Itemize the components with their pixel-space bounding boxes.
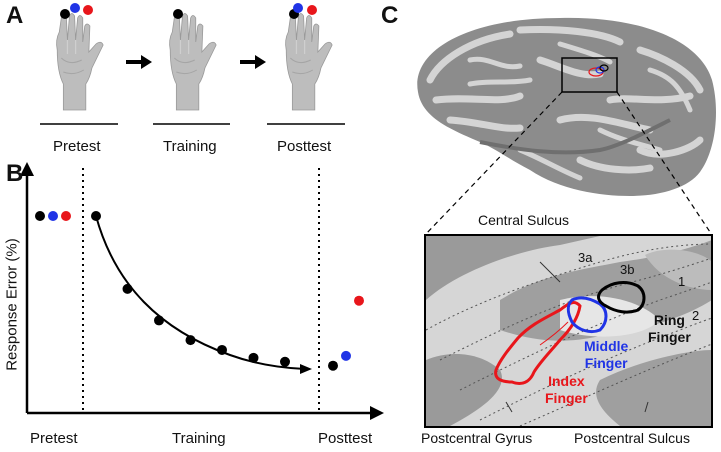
area-3a-label: 3a (578, 250, 593, 265)
data-point-training (122, 283, 133, 294)
data-point-training (91, 211, 101, 221)
pretest-index-dot (83, 5, 93, 15)
data-point-training (185, 335, 196, 346)
area-1-label: 1 (678, 274, 686, 289)
hand-posttest (284, 12, 333, 111)
index-finger-label: Index Finger (545, 373, 588, 406)
data-point-posttest (341, 350, 351, 361)
arrow-icon (126, 55, 152, 69)
data-point-posttest (328, 360, 338, 371)
data-point-posttest (354, 295, 364, 306)
ring-finger-roi (597, 281, 646, 314)
zoom-connector (616, 91, 713, 236)
y-axis-arrow-icon (20, 162, 34, 176)
zoom-connector (424, 91, 563, 236)
index-finger-roi (494, 301, 582, 386)
phase-label-pretest: Pretest (30, 430, 78, 447)
learning-curve (95, 215, 306, 370)
hand-pretest (55, 12, 104, 111)
postcentral-sulcus-label: Postcentral Sulcus (574, 430, 690, 446)
arrow-icon (240, 55, 266, 69)
posttest-middle-dot (293, 3, 303, 13)
training-ring-dot (173, 9, 183, 19)
middle-finger-label: Middle Finger (584, 338, 629, 371)
curve-arrow-icon (300, 364, 312, 374)
middle-finger-roi (566, 296, 608, 334)
hand-training (168, 12, 217, 111)
data-point-training (248, 352, 259, 363)
area-3b-label: 3b (620, 262, 635, 277)
data-point-pretest (35, 211, 45, 221)
panel-c-letter: C (381, 2, 399, 29)
panel-b-letter: B (6, 160, 24, 187)
label-pointer (644, 401, 649, 413)
central-sulcus-label: Central Sulcus (478, 212, 570, 228)
brain-surface (417, 17, 716, 197)
data-point-training (154, 315, 164, 326)
zoom-region-box (561, 57, 618, 93)
posttest-index-dot (307, 5, 317, 15)
stage-label-training: Training (163, 138, 217, 155)
pretest-middle-dot (70, 3, 80, 13)
data-point-training (280, 356, 290, 367)
label-pointer (505, 401, 513, 413)
y-axis-label: Response Error (%) (3, 238, 21, 371)
phase-label-posttest: Posttest (318, 430, 373, 447)
area-2-label: 2 (692, 308, 700, 323)
phase-label-training: Training (172, 430, 226, 447)
stage-label-pretest: Pretest (53, 138, 101, 155)
stage-label-posttest: Posttest (277, 138, 332, 155)
zoomed-cortex (424, 234, 713, 428)
postcentral-gyrus-label: Postcentral Gyrus (421, 430, 533, 446)
pretest-ring-dot (60, 9, 70, 19)
label-pointer (539, 261, 561, 283)
data-point-training (217, 344, 227, 355)
x-axis-arrow-icon (370, 406, 384, 420)
ring-finger-label: Ring Finger (648, 312, 691, 345)
panel-a-letter: A (6, 2, 24, 29)
data-point-pretest (48, 211, 58, 221)
chart-b (20, 162, 384, 420)
ring-roi-thumb (599, 64, 609, 72)
data-point-pretest (61, 211, 71, 221)
